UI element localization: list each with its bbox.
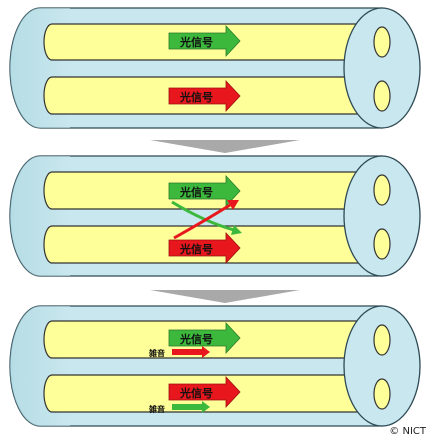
fiber-end-face — [343, 155, 421, 277]
signal-label: 光信号 — [179, 35, 213, 49]
step-down-arrow — [150, 140, 300, 153]
crosstalk-green-curve — [171, 200, 242, 235]
noise-label: 雑音 — [148, 404, 165, 414]
step-down-arrow — [150, 290, 300, 303]
signal-label: 光信号 — [179, 242, 213, 256]
crosstalk-red-curve — [173, 200, 239, 240]
green-signal-arrow: 光信号 — [168, 321, 241, 355]
red-signal-arrow: 光信号 — [168, 79, 241, 113]
signal-label: 光信号 — [179, 332, 213, 346]
noise-label: 雑音 — [148, 348, 165, 358]
red-signal-arrow: 光信号 — [168, 375, 241, 409]
signal-label: 光信号 — [179, 90, 213, 104]
fiber-end-face — [343, 305, 421, 427]
fiber-end-face — [343, 7, 421, 129]
fiber-panel-1: 光信号 光信号 — [9, 7, 421, 129]
green-signal-arrow: 光信号 — [168, 174, 241, 208]
signal-label: 光信号 — [179, 386, 213, 400]
fiber-panel-2: 光信号 光信号 — [9, 155, 421, 277]
fiber-panel-3: 光信号 雑音 光信号 雑音 — [9, 305, 421, 427]
green-signal-arrow: 光信号 — [168, 24, 241, 58]
copyright-credit: © NICT — [389, 426, 426, 437]
green-noise-arrow: 雑音 — [148, 401, 210, 414]
signal-label: 光信号 — [179, 185, 213, 199]
red-signal-arrow: 光信号 — [168, 231, 241, 265]
red-noise-arrow: 雑音 — [148, 346, 210, 358]
